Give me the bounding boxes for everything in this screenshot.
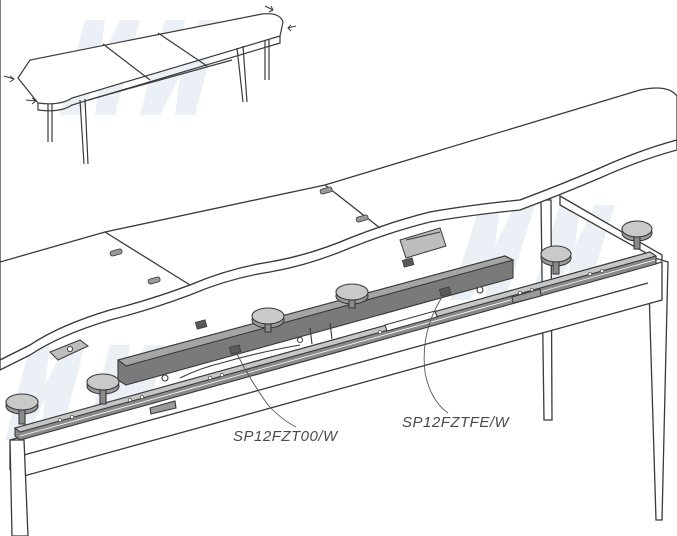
disc-2 — [86, 373, 120, 405]
inset-arrows — [3, 5, 297, 105]
disc-1 — [5, 393, 39, 425]
front-right-leg — [647, 255, 669, 521]
lock-part-b-upper — [401, 257, 415, 268]
alignment-dowels — [109, 186, 369, 285]
disc-4 — [335, 283, 369, 309]
disc-5 — [540, 245, 572, 275]
panel-brackets — [49, 227, 447, 361]
callout-label-part-b: SP12FZTFE/W — [402, 414, 510, 431]
inset-table — [17, 13, 284, 165]
central-mechanism — [116, 255, 515, 386]
lock-part-b-lower — [438, 286, 452, 297]
slide-rail — [13, 251, 658, 441]
callout-label-part-a: SP12FZT00/W — [233, 428, 338, 445]
inset-table-top — [17, 13, 284, 105]
leader-part-a — [235, 351, 297, 428]
table-top — [0, 0, 677, 371]
disc-3 — [251, 307, 285, 333]
disc-6 — [621, 220, 653, 250]
leader-part-b — [423, 293, 449, 414]
callout-leaders — [235, 293, 449, 428]
lock-part-a-upper — [194, 319, 208, 330]
synchronising-cable — [179, 344, 301, 379]
locking-components — [194, 257, 452, 355]
support-discs — [5, 220, 653, 425]
